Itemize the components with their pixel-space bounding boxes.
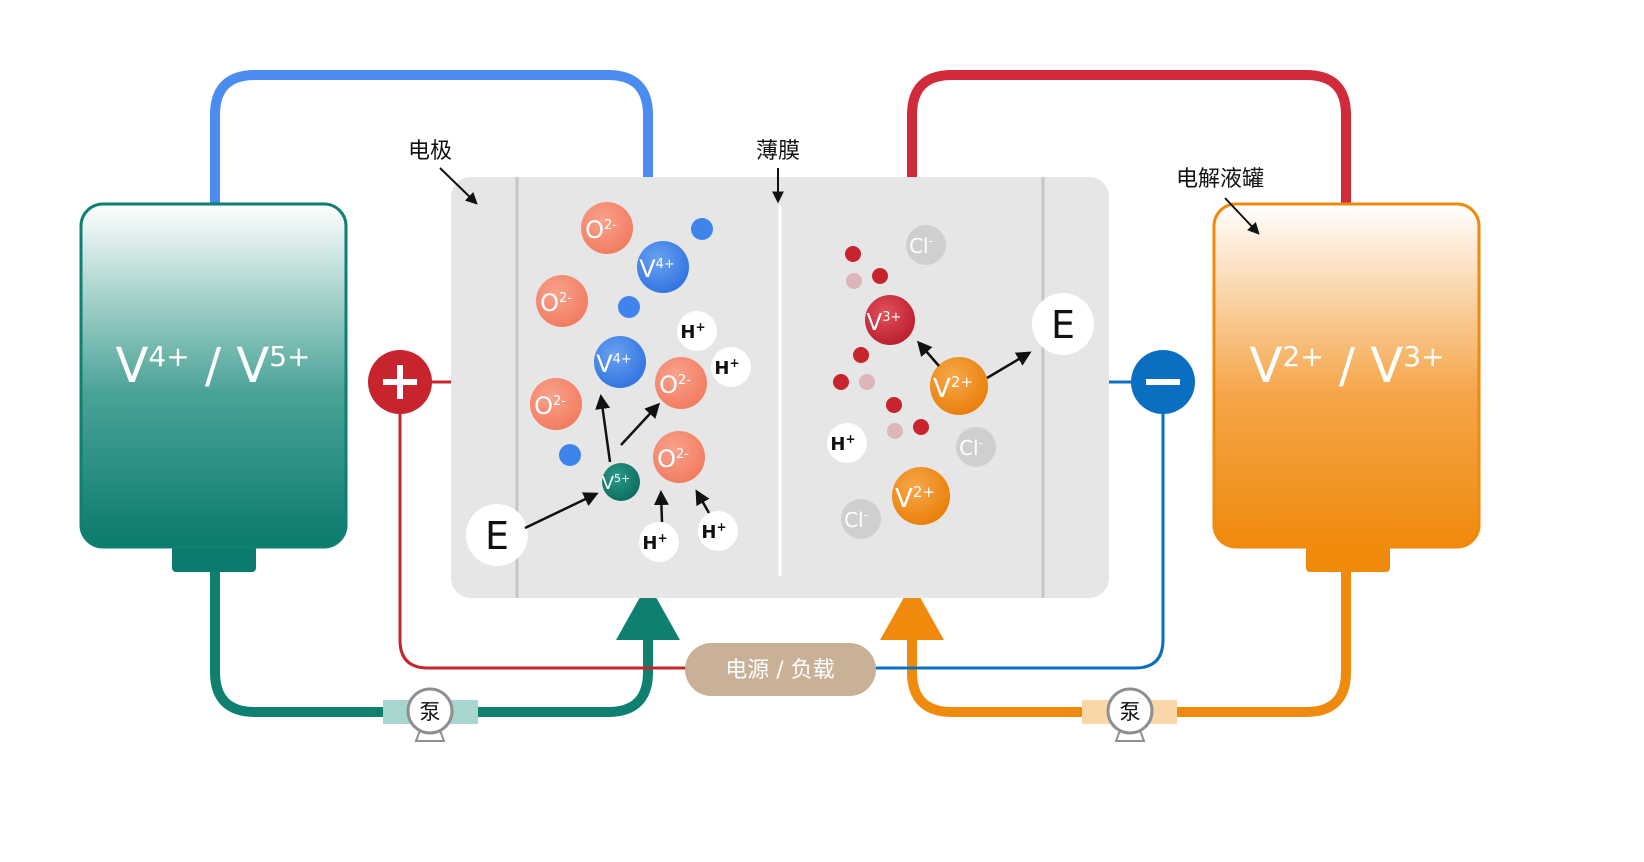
- left-pump-label: 泵: [420, 700, 441, 724]
- right-half-cell-particles: Cl- Cl- Cl- V3+ V2+ V2+ H+: [827, 225, 1094, 539]
- svg-text:O2-: O2-: [540, 289, 572, 317]
- orange-flow-arrow: [880, 583, 944, 640]
- arrow-icon: [917, 340, 940, 367]
- svg-text:H+: H+: [830, 432, 855, 455]
- electron: E: [1032, 293, 1094, 355]
- vanadium-2-ion: V2+: [892, 467, 950, 525]
- right-pump: 泵: [1082, 687, 1177, 742]
- svg-text:E: E: [1051, 303, 1075, 347]
- oxygen-ion: O2-: [530, 378, 582, 430]
- svg-text:H+: H+: [642, 531, 667, 554]
- hydrogen-ion: H+: [827, 423, 867, 463]
- chloride-ion: Cl-: [841, 499, 881, 539]
- oxygen-ion: O2-: [653, 431, 705, 483]
- svg-text:V3+: V3+: [867, 310, 902, 336]
- left-half-cell-particles: O2- O2- O2- O2- O2- V4+ V4+: [466, 202, 751, 566]
- vanadium-dot: [853, 347, 869, 363]
- svg-text:O2-: O2-: [657, 445, 689, 473]
- arrow-icon: [695, 489, 711, 514]
- vanadium-3-ion: V3+: [865, 295, 915, 345]
- chloride-ion: Cl-: [906, 225, 946, 265]
- svg-text:V4+: V4+: [596, 350, 632, 378]
- svg-text:O2-: O2-: [534, 392, 566, 420]
- vanadium-dot: [691, 218, 713, 240]
- arrow-icon: [524, 492, 599, 530]
- arrow-icon: [986, 351, 1032, 380]
- vanadium-5-ion: V5+: [602, 463, 640, 501]
- svg-text:Cl-: Cl-: [909, 234, 933, 258]
- positive-wire: [398, 380, 700, 670]
- electron: E: [466, 504, 528, 566]
- vanadium-4-ion: V4+: [637, 241, 689, 293]
- vanadium-dot: [845, 246, 861, 262]
- left-tank-label: V4+ / V5+: [116, 338, 311, 394]
- electrode-label: 电极: [408, 139, 452, 164]
- svg-text:V4+: V4+: [639, 255, 675, 283]
- negative-terminal-icon: [1131, 350, 1195, 414]
- svg-text:O2-: O2-: [585, 216, 617, 244]
- right-pump-label: 泵: [1120, 700, 1141, 724]
- arrow-icon: [595, 394, 612, 463]
- negative-wire: [860, 380, 1165, 670]
- hydrogen-ion: H+: [711, 347, 751, 387]
- teal-flow-arrow: [616, 583, 680, 640]
- membrane-label: 薄膜: [756, 139, 800, 164]
- hydrogen-ion: H+: [639, 522, 679, 562]
- blue-return-pipe: [210, 70, 653, 220]
- svg-text:O2-: O2-: [659, 371, 691, 399]
- positive-terminal-icon: [368, 350, 432, 414]
- left-electrolyte-tank: V4+ / V5+: [79, 202, 348, 572]
- vanadium-dot: [886, 397, 902, 413]
- vanadium-dot: [859, 374, 875, 390]
- red-return-pipe: [907, 70, 1351, 220]
- power-load-badge: 电源 / 负载: [685, 643, 876, 696]
- vanadium-dot: [618, 296, 640, 318]
- hydrogen-ion: H+: [698, 511, 738, 551]
- oxygen-ion: O2-: [655, 357, 707, 409]
- electrolyte-tank-label: 电解液罐: [1176, 167, 1264, 192]
- svg-text:H+: H+: [680, 320, 705, 343]
- svg-text:V5+: V5+: [602, 472, 631, 494]
- vanadium-4-ion: V4+: [594, 336, 646, 388]
- arrow-icon: [620, 402, 661, 446]
- svg-text:Cl-: Cl-: [959, 436, 983, 460]
- power-load-label: 电源 / 负载: [725, 658, 834, 683]
- electrode-pointer: [439, 167, 478, 205]
- vanadium-dot: [887, 423, 903, 439]
- hydrogen-ion: H+: [677, 311, 717, 351]
- svg-text:H+: H+: [701, 520, 726, 543]
- oxygen-ion: O2-: [581, 202, 633, 254]
- chloride-ion: Cl-: [956, 427, 996, 467]
- electrolyte-tank-pointer: [1224, 197, 1260, 235]
- vanadium-dot: [872, 268, 888, 284]
- vanadium-dot: [559, 444, 581, 466]
- right-tank-label: V2+ / V3+: [1250, 338, 1445, 394]
- oxygen-ion: O2-: [536, 275, 588, 327]
- vanadium-dot: [846, 273, 862, 289]
- vanadium-dot: [833, 374, 849, 390]
- svg-text:V2+: V2+: [895, 483, 935, 514]
- right-electrolyte-tank: V2+ / V3+: [1212, 202, 1481, 572]
- svg-text:H+: H+: [714, 356, 739, 379]
- arrow-icon: [653, 490, 669, 523]
- svg-text:Cl-: Cl-: [844, 508, 868, 532]
- vanadium-2-ion: V2+: [930, 357, 988, 415]
- svg-text:V2+: V2+: [933, 373, 973, 404]
- vanadium-dot: [913, 419, 929, 435]
- svg-text:E: E: [485, 514, 509, 558]
- left-pump: 泵: [383, 687, 478, 742]
